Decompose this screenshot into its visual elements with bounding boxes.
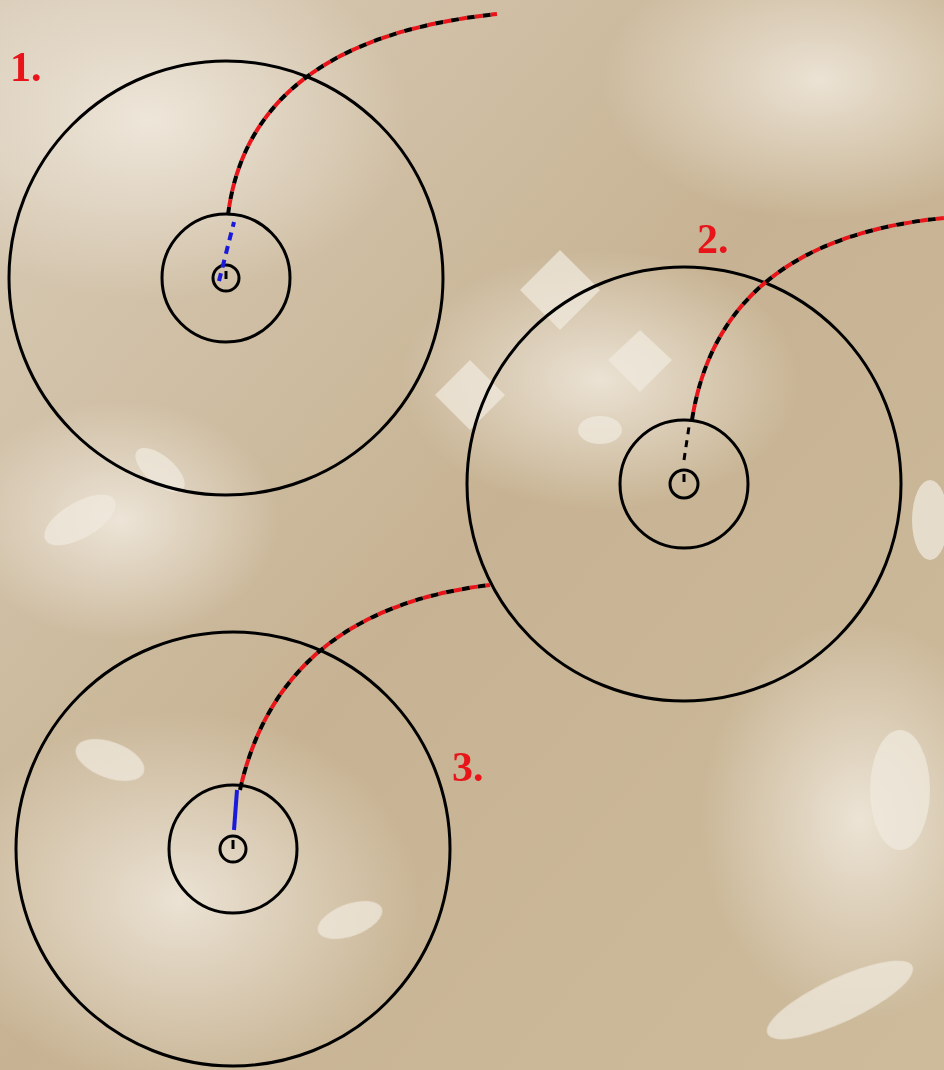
circle-set: [467, 267, 901, 701]
callout-number: 2.: [697, 218, 729, 260]
callout-number: 3.: [452, 746, 484, 788]
callout-number: 1.: [10, 46, 42, 88]
circle-set: [9, 61, 443, 495]
circle-set: [16, 632, 450, 1066]
dashed-paths: [219, 14, 944, 849]
